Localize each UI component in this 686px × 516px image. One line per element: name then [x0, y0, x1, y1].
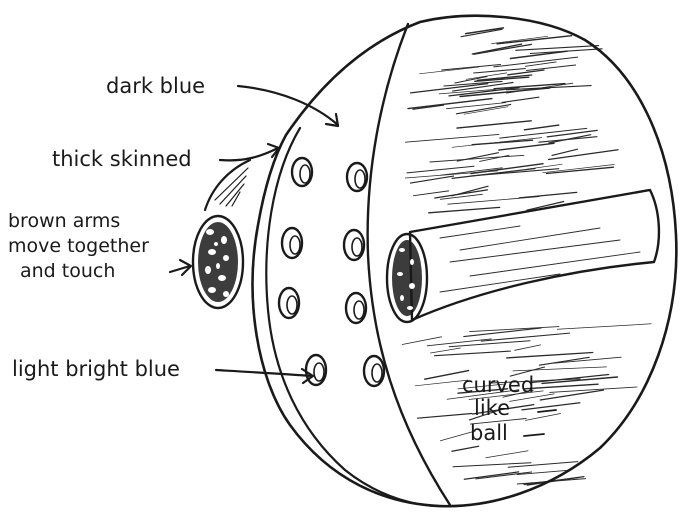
- hatch-stroke: [442, 65, 501, 71]
- hatch-stroke: [429, 207, 500, 212]
- label-brown-arms-3: and touch: [20, 260, 115, 282]
- hatch-stroke: [415, 380, 468, 386]
- hatch-stroke: [407, 166, 474, 173]
- spot: [346, 293, 366, 323]
- spot: [292, 158, 312, 186]
- hatch-stroke: [474, 69, 526, 74]
- hatch-stroke: [547, 130, 597, 137]
- hatch-stroke: [513, 367, 607, 371]
- hatch-stroke: [494, 57, 578, 67]
- hatch-stroke: [452, 446, 479, 451]
- hatch-stroke: [510, 51, 567, 58]
- label-brown-arms-2: move together: [8, 235, 149, 257]
- right-arm: [387, 190, 659, 322]
- hatch-stroke: [420, 67, 479, 74]
- label-brown-arms-1: brown arms: [8, 210, 120, 232]
- hatch-stroke: [456, 105, 510, 114]
- hatch-stroke: [457, 121, 531, 128]
- hatch-stroke: [515, 345, 541, 350]
- hatch-stroke: [464, 328, 542, 337]
- spot: [347, 163, 367, 191]
- hatch-stroke: [449, 341, 530, 347]
- hatch-stroke: [430, 155, 524, 162]
- spot: [344, 230, 364, 260]
- hatch-stroke: [522, 403, 580, 410]
- hatch-stroke: [525, 384, 599, 389]
- spot: [364, 356, 384, 386]
- hatch-stroke: [508, 70, 544, 75]
- hatch-stroke: [414, 191, 449, 196]
- hatch-stroke: [464, 472, 518, 479]
- spot: [279, 288, 299, 318]
- hatch-stroke: [408, 99, 492, 109]
- hatch-stroke: [431, 348, 461, 353]
- hatch-stroke: [502, 97, 539, 102]
- hatch-stroke: [417, 414, 471, 419]
- hatch-stroke: [549, 150, 619, 160]
- hatch-stroke: [472, 44, 521, 54]
- hatch-stroke: [526, 414, 561, 421]
- hatch-stroke: [435, 351, 511, 356]
- hatch-stroke: [527, 65, 576, 71]
- hatch-stroke: [508, 462, 578, 468]
- hatch-stroke: [539, 357, 589, 365]
- hatch-stroke: [507, 353, 593, 358]
- hatch-stroke: [524, 125, 558, 130]
- hatch-stroke: [457, 153, 498, 161]
- hatch-stroke: [519, 192, 577, 198]
- label-curved: curved: [462, 373, 534, 397]
- hatch-stroke: [474, 44, 532, 54]
- hatch-stroke: [464, 107, 508, 115]
- arrow-thick-skinned: [220, 144, 279, 160]
- label-dark-blue: dark blue: [106, 74, 205, 98]
- hatch-stroke: [552, 149, 578, 155]
- label-thick-skinned: thick skinned: [52, 147, 192, 171]
- hatch-stroke: [499, 143, 554, 150]
- spot: [282, 228, 302, 258]
- hatch-stroke: [497, 36, 571, 44]
- hatch-stroke: [476, 472, 532, 479]
- arrow-brown-arms: [170, 260, 191, 275]
- hatch-stroke: [557, 324, 651, 330]
- hatch-stroke: [405, 134, 499, 142]
- hatch-stroke: [402, 337, 441, 345]
- label-dashes: [524, 410, 556, 436]
- hatch-stroke: [481, 333, 569, 341]
- spot: [306, 355, 326, 385]
- hatch-stroke: [486, 451, 528, 458]
- label-like: like: [474, 396, 510, 420]
- label-light-bright-blue: light bright blue: [12, 357, 180, 381]
- arrow-dark-blue: [238, 86, 338, 126]
- label-ball: ball: [470, 421, 508, 445]
- left-arm: [193, 160, 250, 308]
